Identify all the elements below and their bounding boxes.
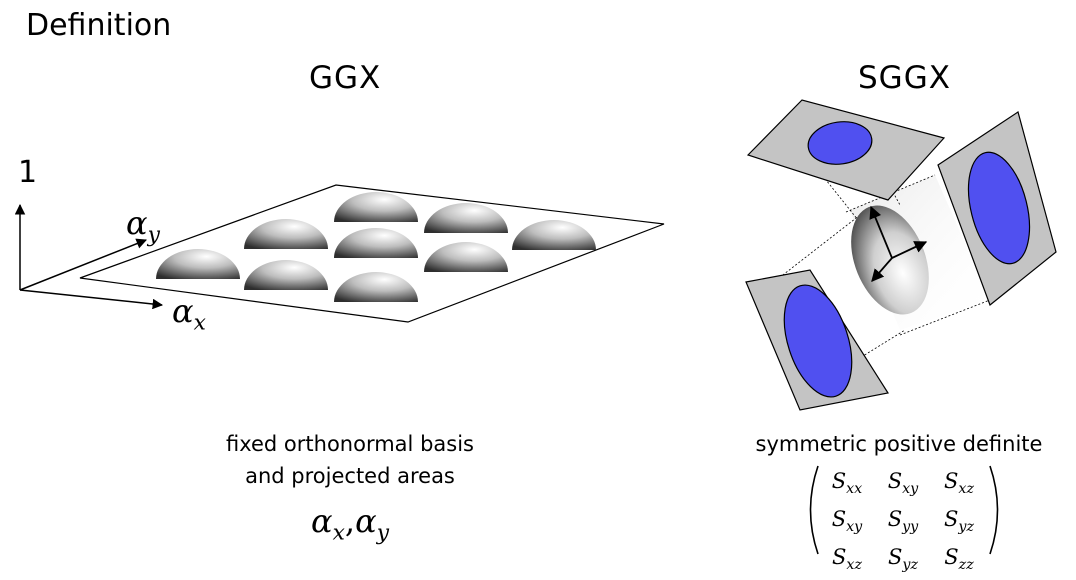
ggx-caption-line1: fixed orthonormal basis xyxy=(226,432,474,456)
axis-vertical-label: 1 xyxy=(18,155,38,190)
matrix-parentheses xyxy=(809,465,999,555)
axis-y-label: αy xyxy=(126,204,160,248)
dome xyxy=(334,192,418,222)
matrix-cell: Sxz xyxy=(832,544,862,573)
projection-area-right xyxy=(967,151,1031,265)
ggx-caption: fixed orthonormal basis and projected ar… xyxy=(190,428,510,492)
matrix-cell: Syz xyxy=(944,506,974,535)
matrix-cell: Szz xyxy=(944,544,974,573)
ggx-caption-line2: and projected areas xyxy=(245,464,455,488)
projection-area-top xyxy=(807,121,873,165)
axis-x xyxy=(19,289,164,310)
dome xyxy=(244,260,328,290)
sggx-title: SGGX xyxy=(858,60,951,96)
dome xyxy=(424,242,508,272)
ggx-diagram xyxy=(14,184,665,323)
dome xyxy=(512,220,596,250)
matrix-cell: Syy xyxy=(887,506,919,535)
dome xyxy=(334,272,418,302)
sggx-diagram xyxy=(745,99,1057,411)
diagram-canvas xyxy=(14,99,1057,555)
matrix-cell: Syz xyxy=(888,544,918,573)
slide-title: Definition xyxy=(26,8,172,43)
dome xyxy=(424,203,508,233)
axis-y xyxy=(19,238,147,291)
axis-x-label: αx xyxy=(172,292,206,336)
matrix-cell: Sxx xyxy=(831,469,863,497)
matrix-cell: Sxz xyxy=(944,469,974,497)
projection-area-bottom xyxy=(783,284,853,398)
microfacet-domes xyxy=(156,192,596,302)
matrix-cell: Sxy xyxy=(831,506,863,535)
matrix-cell: Sxy xyxy=(887,469,919,497)
ggx-formula: αx,αy xyxy=(311,502,389,546)
ggx-title: GGX xyxy=(309,60,382,96)
basis-arrows xyxy=(869,205,928,282)
sggx-caption: symmetric positive definite xyxy=(755,432,1043,456)
dome xyxy=(244,219,328,249)
dome xyxy=(334,228,418,258)
dome xyxy=(156,249,240,279)
